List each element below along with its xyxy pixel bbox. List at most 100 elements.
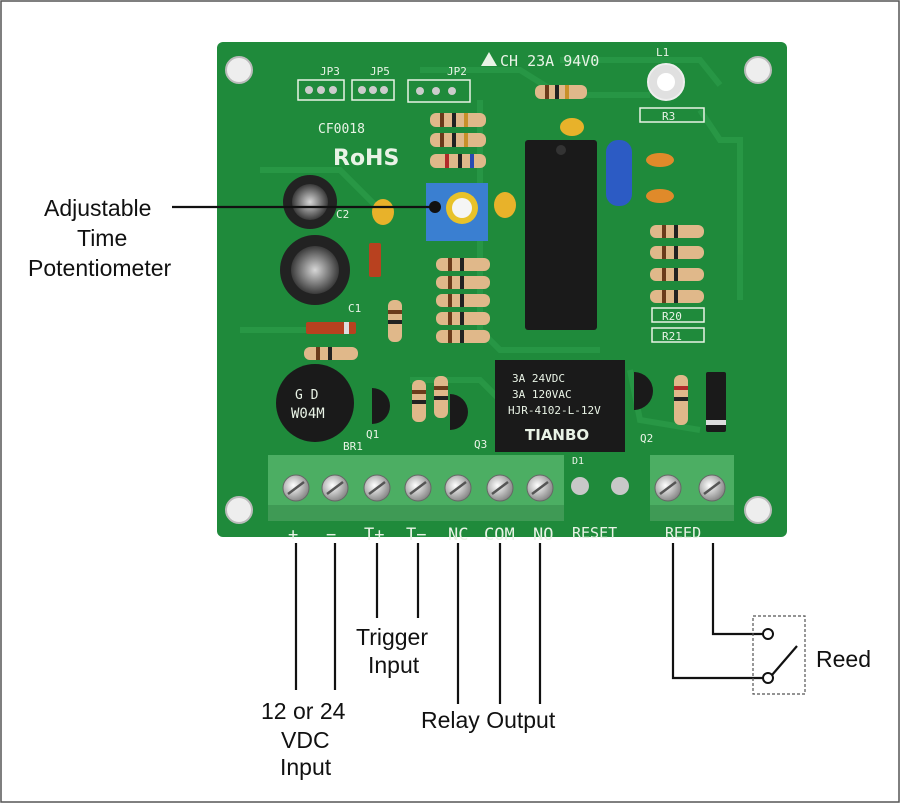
trigger-label-line2: Input bbox=[368, 652, 420, 678]
resistor bbox=[436, 258, 490, 271]
pot-label-line3: Potentiometer bbox=[28, 255, 172, 281]
svg-text:Q2: Q2 bbox=[640, 432, 653, 445]
svg-text:JP5: JP5 bbox=[370, 65, 390, 78]
resistor-r21: R21 bbox=[651, 327, 705, 343]
terminal-screw bbox=[444, 474, 472, 502]
resistor bbox=[436, 276, 490, 289]
pot-leader-dot bbox=[429, 201, 441, 213]
svg-text:Q3: Q3 bbox=[474, 438, 487, 451]
terminal-label-com: COM bbox=[484, 525, 515, 545]
relay-output-label: Relay Output bbox=[421, 707, 556, 733]
resistor bbox=[674, 375, 688, 425]
terminal-screw bbox=[404, 474, 432, 502]
capacitor-ceramic bbox=[646, 189, 674, 203]
svg-text:Q1: Q1 bbox=[366, 428, 379, 441]
resistor bbox=[430, 154, 486, 168]
terminal-labels: + − T+ T− NC COM NO RESET REED bbox=[288, 524, 701, 545]
electrolytic-capacitor-c2: C2 bbox=[283, 175, 349, 229]
resistor bbox=[388, 300, 402, 342]
svg-text:R21: R21 bbox=[662, 330, 682, 343]
pot-label-line1: Adjustable bbox=[44, 195, 151, 221]
terminal-label-t-minus: T− bbox=[406, 525, 426, 545]
annotation-potentiometer: Adjustable Time Potentiometer bbox=[28, 195, 441, 281]
jumper-jp5: JP5 bbox=[351, 65, 395, 101]
transistor-q1: Q1 bbox=[366, 388, 390, 441]
terminal-label-t-plus: T+ bbox=[364, 525, 384, 545]
ic-chip bbox=[525, 140, 597, 330]
svg-text:D1: D1 bbox=[572, 456, 584, 467]
svg-text:3A 24VDC: 3A 24VDC bbox=[512, 372, 565, 385]
resistor bbox=[304, 347, 358, 360]
svg-text:C2: C2 bbox=[336, 208, 349, 221]
terminal-label-reed: REED bbox=[665, 524, 701, 542]
board-header-text: CH 23A 94V0 bbox=[500, 52, 599, 70]
resistor bbox=[436, 294, 490, 307]
resistor bbox=[430, 133, 486, 147]
pot-label-line2: Time bbox=[77, 225, 127, 251]
reed-contact-arm bbox=[771, 645, 798, 676]
resistor bbox=[434, 376, 448, 418]
svg-text:HJR-4102-L-12V: HJR-4102-L-12V bbox=[508, 404, 601, 417]
part-code: CF0018 bbox=[318, 122, 365, 137]
terminal-label-reset: RESET bbox=[572, 524, 617, 542]
terminal-label-plus: + bbox=[288, 525, 298, 545]
transistor-q3: Q3 bbox=[450, 394, 487, 451]
resistor bbox=[535, 85, 587, 99]
reed-switch-symbol: Reed bbox=[752, 615, 871, 695]
wire-reed-2 bbox=[711, 543, 765, 636]
resistor-r3: R3 bbox=[639, 107, 705, 123]
terminal-screw bbox=[282, 474, 310, 502]
reed-contact-top bbox=[762, 628, 774, 640]
capacitor-ceramic bbox=[560, 118, 584, 136]
svg-text:G D: G D bbox=[295, 388, 319, 403]
resistor-r20: R20 bbox=[651, 307, 705, 323]
resistor bbox=[430, 113, 486, 127]
mounting-hole bbox=[225, 56, 253, 84]
svg-text:W04M: W04M bbox=[291, 406, 325, 422]
electrolytic-capacitor-c1: C1 bbox=[280, 235, 361, 315]
terminal-wires bbox=[294, 543, 765, 704]
resistor bbox=[650, 225, 704, 238]
terminal-label-nc: NC bbox=[448, 525, 468, 545]
diode-d1 bbox=[706, 372, 726, 432]
svg-text:3A 120VAC: 3A 120VAC bbox=[512, 388, 572, 401]
capacitor-ceramic bbox=[372, 199, 394, 225]
annotation-power: 12 or 24 VDC Input bbox=[261, 698, 346, 780]
power-label-line1: 12 or 24 bbox=[261, 698, 346, 724]
bridge-rectifier: G D W04M BR1 bbox=[276, 364, 363, 453]
terminal-screw bbox=[654, 474, 682, 502]
reed-label: Reed bbox=[816, 646, 871, 672]
terminal-screw bbox=[486, 474, 514, 502]
terminal-screw bbox=[698, 474, 726, 502]
resistor bbox=[650, 268, 704, 281]
reed-switch-housing bbox=[752, 615, 806, 695]
terminal-label-no: NO bbox=[533, 525, 553, 545]
wire-reed-1 bbox=[671, 543, 765, 680]
resistor bbox=[436, 312, 490, 325]
terminal-screw bbox=[321, 474, 349, 502]
svg-text:C1: C1 bbox=[348, 302, 361, 315]
reed-contact-bottom bbox=[762, 672, 774, 684]
svg-text:R3: R3 bbox=[662, 110, 675, 123]
svg-text:L1: L1 bbox=[656, 46, 669, 59]
diode bbox=[369, 243, 381, 277]
annotation-relay-output: Relay Output bbox=[421, 707, 556, 733]
warning-triangle-icon bbox=[481, 52, 497, 66]
terminal-screw bbox=[526, 474, 554, 502]
svg-text:JP2: JP2 bbox=[447, 65, 467, 78]
mounting-hole bbox=[744, 56, 772, 84]
inductor-l1: L1 bbox=[647, 46, 685, 101]
power-label-line2: VDC bbox=[281, 727, 330, 753]
diode bbox=[306, 322, 356, 334]
svg-text:R20: R20 bbox=[662, 310, 682, 323]
pcb-board: JP3 JP5 JP2 CH 23A 94V0 CF0018 RoHS L1 bbox=[217, 42, 787, 545]
resistor bbox=[650, 290, 704, 303]
pcb-substrate bbox=[217, 42, 787, 537]
transistor-q2: Q2 bbox=[634, 372, 653, 445]
capacitor-ceramic bbox=[646, 153, 674, 167]
annotation-trigger: Trigger Input bbox=[356, 624, 428, 678]
resistor bbox=[650, 246, 704, 259]
relay: 3A 24VDC 3A 120VAC HJR-4102-L-12V TIANBO… bbox=[495, 360, 625, 467]
rohs-mark: RoHS bbox=[333, 146, 399, 171]
